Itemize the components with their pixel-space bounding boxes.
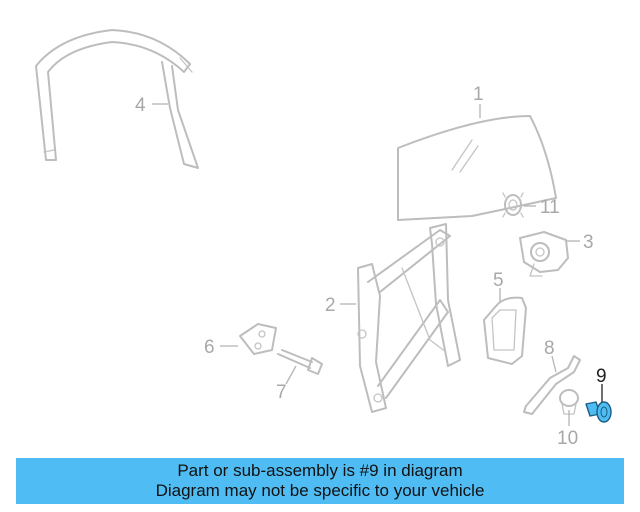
- part-7-pin: [277, 349, 323, 375]
- part-2-window-regulator: [357, 223, 461, 413]
- callout-4: 4: [135, 95, 146, 116]
- callout-10: 10: [557, 428, 578, 449]
- part-3-window-motor: [519, 231, 569, 277]
- banner-line-2: Diagram may not be specific to your vehi…: [155, 481, 485, 500]
- callout-9[interactable]: 9: [596, 366, 607, 387]
- parts-diagram: 1 4 11 3 5 2 6 7 8 10 9: [35, 29, 612, 449]
- part-8-rod: [523, 355, 581, 415]
- callout-2: 2: [325, 295, 336, 316]
- part-11-grommet: [502, 192, 524, 218]
- callout-1: 1: [473, 84, 484, 105]
- callout-5: 5: [493, 270, 504, 291]
- part-4-run-channel: [35, 29, 199, 169]
- banner-line-1: Part or sub-assembly is #9 in diagram: [177, 461, 463, 480]
- part-1-door-glass: [397, 115, 557, 221]
- callout-8: 8: [544, 338, 555, 359]
- part-6-bracket: [239, 323, 277, 355]
- callout-3: 3: [583, 232, 594, 253]
- part-9-screw-highlighted[interactable]: [585, 401, 612, 423]
- callout-7: 7: [276, 382, 287, 403]
- part-5-seal: [483, 296, 527, 365]
- callout-11: 11: [540, 197, 560, 218]
- leader-lines: [152, 103, 603, 426]
- callout-6: 6: [204, 337, 215, 358]
- info-banner: Part or sub-assembly is #9 in diagram Di…: [16, 458, 624, 504]
